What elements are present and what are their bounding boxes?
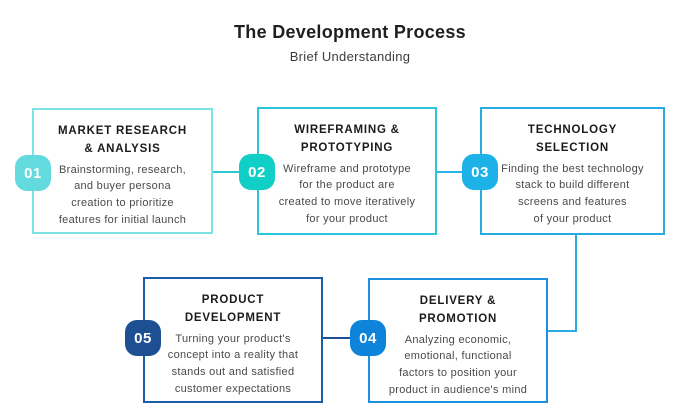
step-box-delivery-promotion: DELIVERY & PROMOTION Analyzing economic,… <box>368 278 548 403</box>
box-body: Brainstorming, research, and buyer perso… <box>58 163 187 226</box>
connector-step3-step4-horizontal <box>546 330 577 332</box>
step-number: 02 <box>248 163 266 181</box>
box-title: MARKET RESEARCH & ANALYSIS <box>58 125 187 155</box>
step-box-wireframing-prototyping: WIREFRAMING & PROTOTYPING Wireframe and … <box>257 107 437 235</box>
box-body: Turning your product's concept into a re… <box>167 332 299 395</box>
step-number-badge-05: 05 <box>125 320 161 356</box>
step-box-market-research: MARKET RESEARCH & ANALYSIS Brainstorming… <box>32 108 213 234</box>
step-box-technology-selection: TECHNOLOGY SELECTION Finding the best te… <box>480 107 665 235</box>
step-number: 01 <box>24 164 42 182</box>
step-number-badge-02: 02 <box>239 154 275 190</box>
page-subtitle: Brief Understanding <box>289 49 411 64</box>
box-title: DELIVERY & PROMOTION <box>418 295 498 325</box>
step-number: 03 <box>471 163 489 181</box>
box-body: Finding the best technology stack to bui… <box>501 162 644 225</box>
connector-step5-step4 <box>322 337 352 339</box>
step-number-badge-03: 03 <box>462 154 498 190</box>
connector-step1-step2 <box>211 171 241 173</box>
box-title: PRODUCT DEVELOPMENT <box>184 294 282 324</box>
step-number: 04 <box>359 329 377 347</box>
connector-step3-step4-vertical <box>575 234 577 332</box>
step-number-badge-04: 04 <box>350 320 386 356</box>
step-number: 05 <box>134 329 152 347</box>
connector-step2-step3 <box>436 171 464 173</box>
box-title: TECHNOLOGY SELECTION <box>527 124 618 154</box>
box-body: Analyzing economic, emotional, functiona… <box>388 333 528 396</box>
step-number-badge-01: 01 <box>15 155 51 191</box>
step-box-product-development: PRODUCT DEVELOPMENT Turning your product… <box>143 277 323 403</box>
box-title: WIREFRAMING & PROTOTYPING <box>294 124 400 154</box>
page-title: The Development Process <box>234 22 466 42</box>
box-body: Wireframe and prototype for the product … <box>278 162 416 225</box>
